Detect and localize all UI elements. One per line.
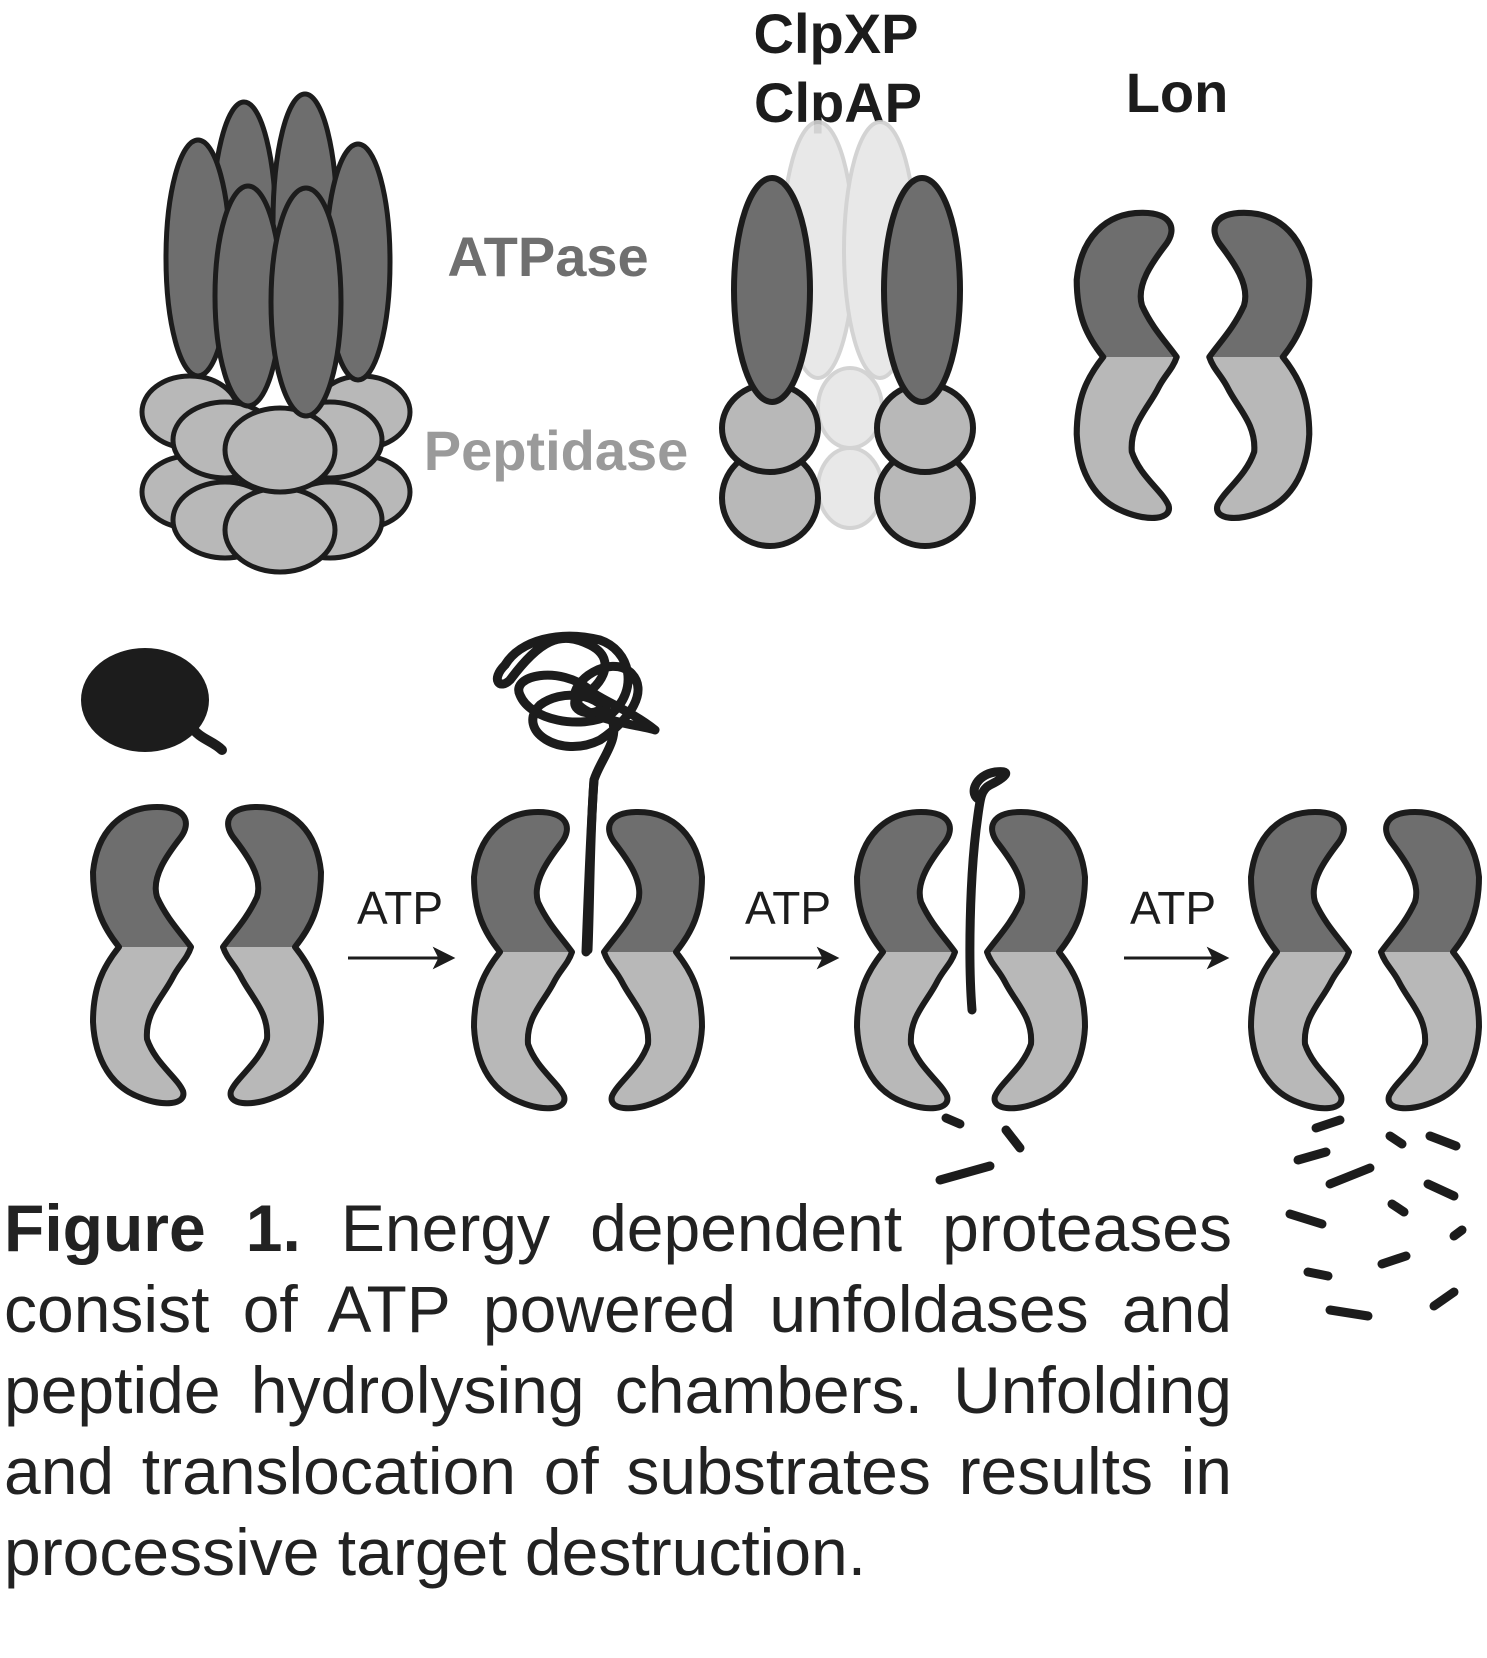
unfolding-substrate-icon bbox=[492, 631, 660, 955]
arrow-2-label: ATP bbox=[745, 882, 831, 934]
translocating-substrate-icon bbox=[965, 767, 1011, 1015]
atpase-label: ATPase bbox=[447, 225, 648, 288]
arrow-3-icon bbox=[1124, 946, 1230, 970]
figure-caption: Figure 1. Energy dependent proteases con… bbox=[4, 1188, 1232, 1593]
arrow-3-label: ATP bbox=[1130, 882, 1216, 934]
lon-protease-icon bbox=[1077, 213, 1310, 518]
protease-stage-1-icon bbox=[93, 807, 321, 1103]
arrow-2-icon bbox=[730, 946, 840, 970]
protease-stage-4-icon bbox=[1251, 812, 1479, 1108]
peptide-fragments-final-icon bbox=[1285, 1115, 1467, 1321]
arrow-1-icon bbox=[348, 946, 456, 970]
figure-label: Figure 1. bbox=[4, 1191, 301, 1265]
peptide-fragments-icon bbox=[935, 1113, 1025, 1185]
barrel-protease-icon bbox=[139, 91, 413, 575]
clpap-label: ClpAP bbox=[754, 71, 922, 134]
arrow-1-label: ATP bbox=[357, 882, 443, 934]
folded-substrate-icon bbox=[81, 648, 227, 755]
substrate-strand-2 bbox=[581, 775, 599, 957]
lon-label: Lon bbox=[1126, 61, 1229, 124]
clpxp-label: ClpXP bbox=[754, 2, 919, 65]
caption-text: Energy dependent proteases consist of AT… bbox=[4, 1191, 1232, 1589]
peptidase-label: Peptidase bbox=[424, 419, 689, 482]
clp-protease-icon bbox=[719, 120, 976, 549]
